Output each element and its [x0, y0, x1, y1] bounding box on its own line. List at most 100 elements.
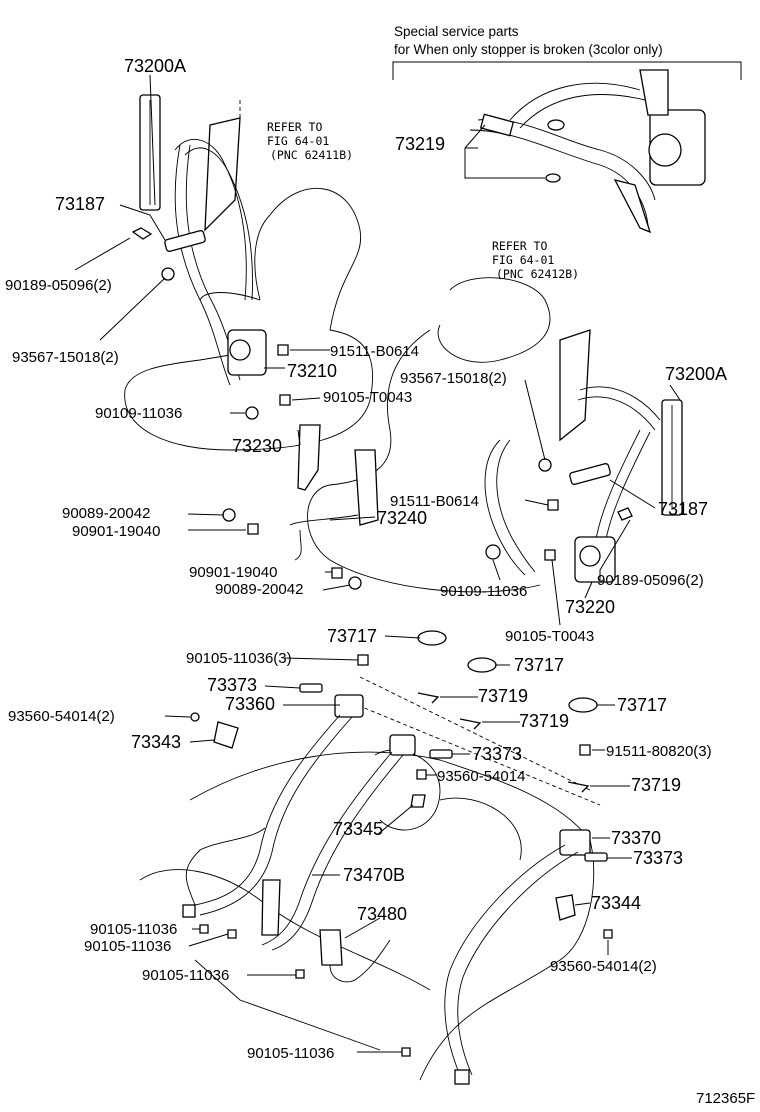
belt-upper	[519, 94, 646, 129]
label-73200A-right: 73200A	[665, 364, 727, 384]
label-90189-left: 90189-05096(2)	[5, 277, 112, 294]
seat-outline-left	[124, 187, 374, 451]
label-90105-b: 90105-11036	[84, 938, 171, 955]
label-93567-right: 93567-15018(2)	[400, 370, 507, 387]
belt-shoulder	[579, 386, 661, 421]
seat-outline-right	[307, 329, 541, 593]
refer-front-line1: REFER TO	[267, 120, 322, 134]
bracket-73344	[555, 894, 576, 921]
label-73240: 73240	[377, 508, 427, 528]
retractor-73360	[334, 694, 364, 718]
tray-dash	[344, 699, 601, 806]
label-90089-b: 90089-20042	[215, 581, 303, 598]
label-93560-single: 93560-54014	[437, 768, 525, 785]
label-90105-a: 90105-11036	[90, 921, 177, 938]
label-91511-left: 91511-B0614	[330, 343, 419, 360]
bolt-90105-c	[295, 969, 305, 979]
bolt-90901-a	[247, 523, 259, 535]
leader-93567-right	[524, 379, 546, 461]
refer-to-fig-front: REFER TO FIG 64-01 (PNC 62411B)	[267, 120, 353, 162]
label-93560-2b: 93560-54014(2)	[550, 958, 657, 975]
anchor-cover-73187-left	[164, 230, 206, 252]
buckle-wire	[294, 529, 302, 561]
retractor-spool	[229, 339, 251, 361]
leader-90109-right	[492, 559, 501, 581]
belt-shoulder	[184, 147, 253, 301]
leader-73220	[584, 581, 593, 599]
stopper-button	[547, 119, 565, 131]
stopper-washer	[545, 173, 561, 183]
leader-73200A-right	[669, 384, 681, 401]
bolt-93560-b	[603, 929, 613, 939]
label-73230: 73230	[232, 436, 282, 456]
special-bracket	[392, 61, 742, 80]
leader-90189-left	[74, 237, 131, 271]
bolt-90105-T-left	[279, 394, 291, 406]
bolt-91511-left	[277, 344, 289, 356]
label-73373-b: 73373	[472, 744, 522, 764]
bolt-90105-3	[357, 654, 369, 666]
belt-73370	[457, 851, 579, 1076]
leader-73187-right	[609, 479, 656, 509]
bolt-90105-T-right	[544, 549, 556, 561]
leader-90901-90089-b	[322, 571, 351, 591]
label-73719-a: 73719	[478, 686, 528, 706]
label-73345: 73345	[333, 819, 383, 839]
cover-73373-a	[299, 683, 323, 693]
headrest-right	[437, 277, 551, 363]
cover-73373-b	[429, 749, 453, 759]
buckle-wire	[289, 514, 359, 526]
special-note-line2: for When only stopper is broken (3color …	[394, 42, 663, 57]
refer-front-line2: FIG 64-01	[267, 134, 329, 148]
bracket-73719-a	[417, 692, 440, 704]
label-73717-a: 73717	[327, 626, 377, 646]
label-90105-3: 90105-11036(3)	[186, 650, 292, 667]
retractor-spool	[648, 133, 682, 167]
label-91511-right: 91511-B0614	[390, 493, 479, 510]
bolt-91511-right	[547, 499, 559, 511]
label-73187-left: 73187	[55, 194, 105, 214]
leader-73219	[464, 124, 545, 179]
bolt-group-line	[194, 959, 381, 1051]
rear-headrest-right	[439, 797, 522, 861]
label-73373-a: 73373	[207, 675, 257, 695]
front-left-seat-assembly	[74, 74, 374, 491]
leader-91511-right	[524, 499, 549, 506]
anchor-right	[454, 1069, 470, 1085]
label-73370: 73370	[611, 828, 661, 848]
belt-73360-lap	[185, 827, 266, 906]
anchor-cover-73187-right	[569, 463, 611, 485]
leader-73200A-left	[149, 74, 156, 206]
label-73717-c: 73717	[617, 695, 667, 715]
washer-93567-right	[538, 458, 552, 472]
lower-anchor	[613, 179, 652, 234]
cover-73373-c	[584, 852, 608, 862]
leader-90105-3	[284, 657, 359, 661]
label-73480: 73480	[357, 904, 407, 924]
label-90189-right: 90189-05096(2)	[597, 572, 704, 589]
retractor-center	[389, 734, 416, 756]
label-73220: 73220	[565, 597, 615, 617]
leader-90105-b	[188, 933, 229, 947]
cover-73345	[410, 794, 426, 808]
leader-73345	[376, 804, 414, 836]
label-90109-left: 90109-11036	[95, 405, 182, 422]
label-73360: 73360	[225, 694, 275, 714]
refer-rear-line3: (PNC 62412B)	[496, 267, 579, 281]
label-91511-80820: 91511-80820(3)	[606, 743, 712, 760]
belt-shoulder	[577, 396, 656, 431]
belt-lap	[199, 292, 261, 301]
bolt-93560-a	[190, 712, 200, 722]
seat-back-left	[254, 214, 271, 301]
rear-seat-assembly	[139, 630, 632, 1085]
label-73210: 73210	[287, 361, 337, 381]
buckle-73480-strap	[329, 939, 391, 983]
belt-73360	[199, 716, 353, 916]
b-pillar-trim-left	[204, 117, 241, 232]
leader-90105-T-left	[291, 397, 321, 401]
label-90901-a: 90901-19040	[72, 523, 160, 540]
anchor-left	[182, 904, 196, 918]
label-90901-b: 90901-19040	[189, 564, 277, 581]
label-73200A-left: 73200A	[124, 56, 186, 76]
stopper-clip	[479, 113, 515, 137]
